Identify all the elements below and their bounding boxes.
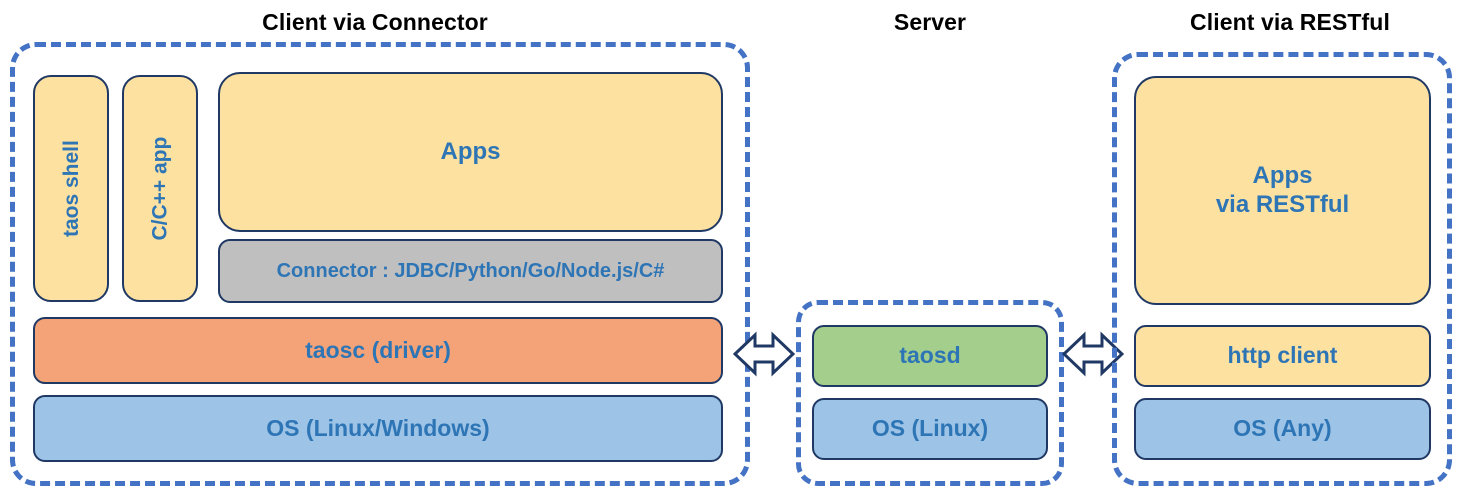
box-os-linux-windows-label: OS (Linux/Windows) bbox=[266, 414, 490, 441]
box-os-any-label: OS (Any) bbox=[1233, 415, 1332, 442]
box-os-linux[interactable]: OS (Linux) bbox=[812, 398, 1048, 460]
title-client-via-restful: Client via RESTful bbox=[1190, 9, 1390, 35]
box-http-client[interactable]: http client bbox=[1134, 325, 1431, 387]
box-os-linux-label: OS (Linux) bbox=[871, 415, 989, 442]
box-apps[interactable]: Apps bbox=[218, 72, 723, 232]
box-os-any[interactable]: OS (Any) bbox=[1134, 398, 1431, 460]
box-apps-via-restful-label-line1: Apps bbox=[1252, 161, 1313, 189]
title-server: Server bbox=[893, 9, 967, 35]
box-c-cpp-app[interactable]: C/C++ app bbox=[122, 75, 198, 302]
box-apps-label: Apps bbox=[440, 137, 501, 165]
panel-server bbox=[796, 300, 1064, 486]
box-c-cpp-app-label: C/C++ app bbox=[148, 136, 172, 241]
box-taosd[interactable]: taosd bbox=[812, 325, 1048, 387]
box-taosd-label: taosd bbox=[899, 342, 961, 369]
box-apps-via-restful[interactable]: Apps via RESTful bbox=[1134, 76, 1431, 305]
box-os-linux-windows[interactable]: OS (Linux/Windows) bbox=[33, 395, 723, 462]
double-headed-arrow-icon-right bbox=[1062, 331, 1124, 377]
panel-client-via-connector bbox=[10, 42, 750, 486]
box-http-client-label: http client bbox=[1227, 342, 1338, 369]
double-headed-arrow-icon-left bbox=[733, 331, 795, 377]
box-connector-label: Connector : JDBC/Python/Go/Node.js/C# bbox=[276, 260, 665, 282]
box-taosc-driver[interactable]: taosc (driver) bbox=[33, 317, 723, 384]
panel-client-via-restful bbox=[1112, 52, 1452, 486]
title-client-via-connector: Client via Connector bbox=[262, 9, 488, 35]
box-connector[interactable]: Connector : JDBC/Python/Go/Node.js/C# bbox=[218, 239, 723, 303]
box-taos-shell[interactable]: taos shell bbox=[33, 75, 109, 302]
box-taos-shell-label: taos shell bbox=[59, 140, 83, 237]
box-taosc-driver-label: taosc (driver) bbox=[305, 336, 451, 363]
box-apps-via-restful-label-line2: via RESTful bbox=[1215, 190, 1350, 218]
